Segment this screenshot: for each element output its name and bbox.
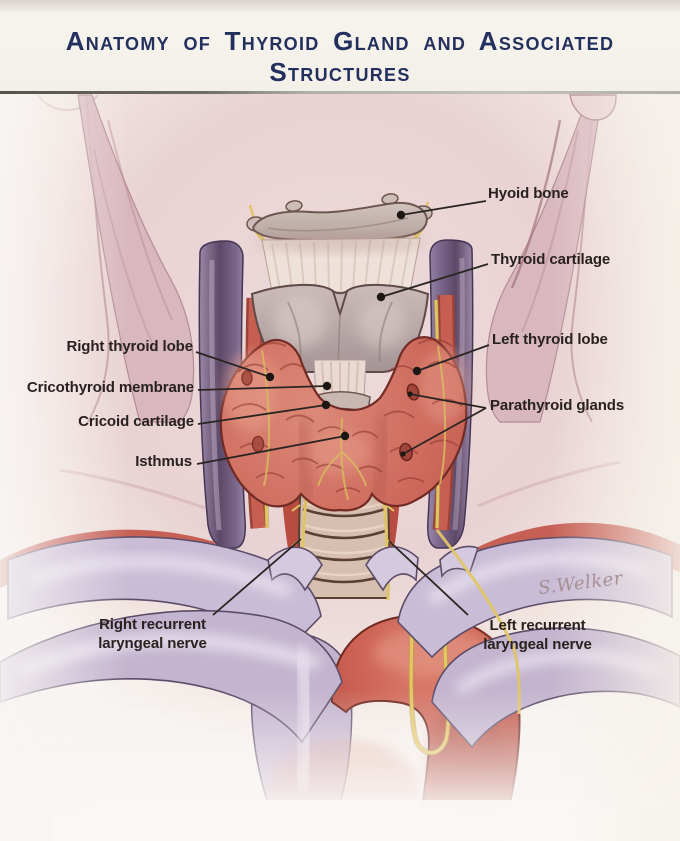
label-left-thyroid-lobe: Left thyroid lobe <box>492 331 608 348</box>
leader-lines <box>195 200 490 616</box>
label-line: Right recurrent <box>99 616 206 633</box>
title-divider-line <box>0 91 680 94</box>
thyrohyoid-membrane-shape <box>255 235 425 293</box>
thyroid-gland-shape <box>219 336 468 512</box>
right-fade <box>550 94 680 841</box>
parathyroid-gland-spots <box>241 370 420 462</box>
hyoid-bone-shape <box>246 193 433 242</box>
page-title: Anatomy of Thyroid Gland and Associated … <box>65 26 615 87</box>
label-hyoid-bone: Hyoid bone <box>488 185 569 202</box>
leader-dots <box>265 210 422 457</box>
left-fade <box>0 94 130 841</box>
label-line: laryngeal nerve <box>98 634 207 652</box>
anatomy-illustration <box>0 94 680 841</box>
label-line: laryngeal nerve <box>483 635 592 653</box>
label-left-recurrent-laryngeal-nerve: Left recurrent laryngeal nerve <box>470 617 605 655</box>
label-cricothyroid-membrane: Cricothyroid membrane <box>26 379 194 396</box>
label-right-recurrent-laryngeal-nerve: Right recurrent laryngeal nerve <box>85 616 220 654</box>
title-band <box>0 0 680 91</box>
label-right-thyroid-lobe: Right thyroid lobe <box>66 338 193 355</box>
label-line: Left recurrent <box>489 617 586 634</box>
label-isthmus: Isthmus <box>135 453 192 470</box>
label-thyroid-cartilage: Thyroid cartilage <box>491 251 611 268</box>
label-parathyroid-glands: Parathyroid glands <box>490 397 625 414</box>
label-cricoid-cartilage: Cricoid cartilage <box>78 413 194 430</box>
